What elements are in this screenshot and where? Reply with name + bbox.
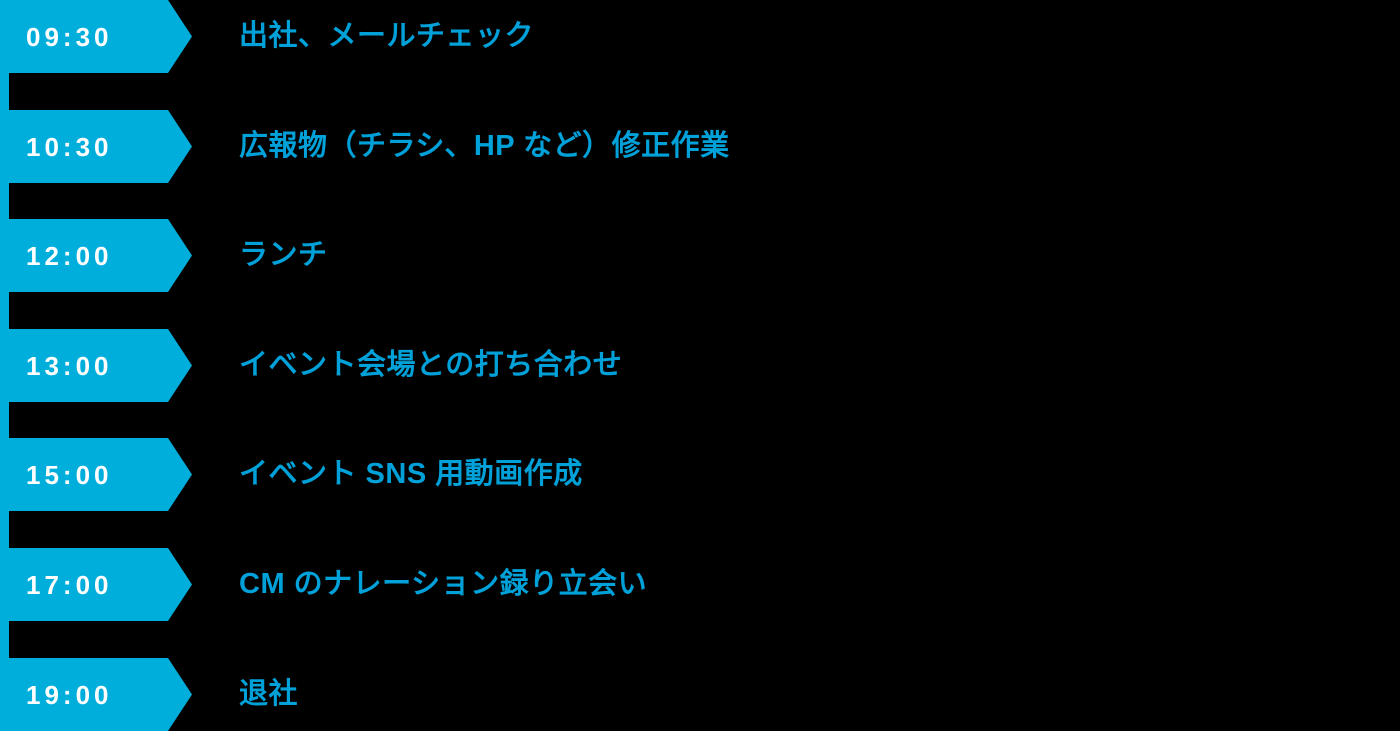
time-label: 17:00: [26, 569, 113, 600]
task-label: イベント会場との打ち合わせ: [239, 349, 623, 382]
timeline-row: 15:00 イベント SNS 用動画作成: [0, 438, 1400, 511]
time-badge: 12:00: [0, 219, 192, 292]
time-badge: 17:00: [0, 548, 192, 621]
time-badge: 10:30: [0, 110, 192, 183]
task-label: 退社: [239, 678, 299, 711]
time-label: 10:30: [26, 131, 113, 162]
task-label: 出社、メールチェック: [239, 20, 535, 53]
time-badge: 13:00: [0, 329, 192, 402]
timeline-row: 09:30 出社、メールチェック: [0, 0, 1400, 73]
time-label: 19:00: [26, 679, 113, 710]
time-label: 12:00: [26, 240, 113, 271]
timeline-row: 19:00 退社: [0, 658, 1400, 731]
task-label: CM のナレーション録り立会い: [239, 568, 648, 601]
task-label: ランチ: [239, 239, 328, 272]
timeline-row: 10:30 広報物（チラシ、HP など）修正作業: [0, 110, 1400, 183]
task-label: イベント SNS 用動画作成: [239, 458, 583, 491]
task-label: 広報物（チラシ、HP など）修正作業: [239, 130, 730, 163]
time-badge: 19:00: [0, 658, 192, 731]
timeline-row: 13:00 イベント会場との打ち合わせ: [0, 329, 1400, 402]
time-badge: 15:00: [0, 438, 192, 511]
time-label: 09:30: [26, 21, 113, 52]
timeline-row: 12:00 ランチ: [0, 219, 1400, 292]
time-badge: 09:30: [0, 0, 192, 73]
timeline-row: 17:00 CM のナレーション録り立会い: [0, 548, 1400, 621]
time-label: 13:00: [26, 350, 113, 381]
time-label: 15:00: [26, 459, 113, 490]
